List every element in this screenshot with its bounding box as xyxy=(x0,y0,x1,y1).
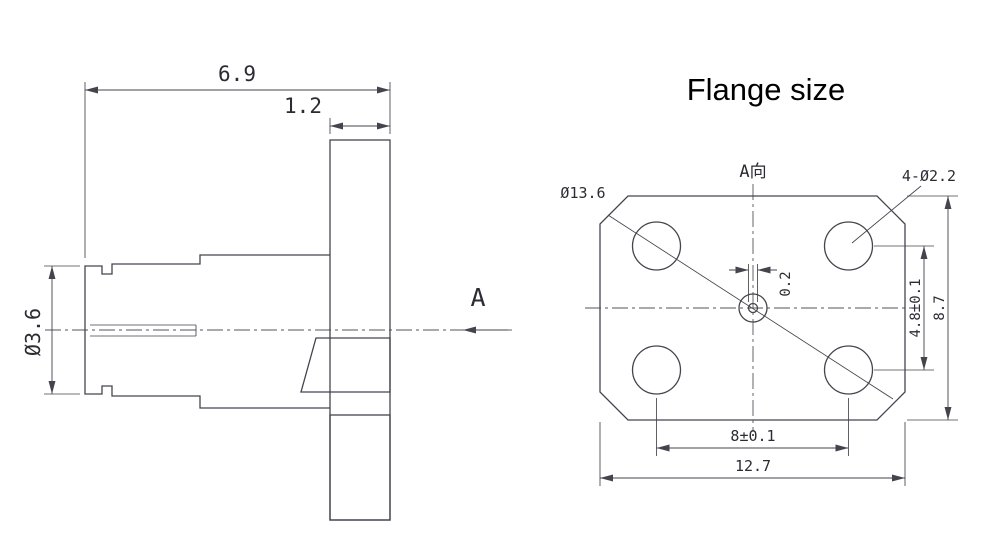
insulator-crosshatch xyxy=(300,337,391,393)
dim-hole-spacing-h-label: 8±0.1 xyxy=(730,427,775,445)
dim-total-length-label: 6.9 xyxy=(218,62,256,86)
mount-hole-top-left xyxy=(631,221,682,271)
dim-hole-spacing-v-label: 4.8±0.1 xyxy=(908,278,924,337)
side-view-drawing: A 6.9 1.2 Ø3.6 xyxy=(21,62,512,521)
slot-lines xyxy=(90,324,197,337)
center-bore xyxy=(738,293,768,323)
section-label: A xyxy=(470,283,485,312)
flange-outline xyxy=(599,195,906,421)
flange-section-hatch xyxy=(329,414,391,521)
dim-pin-label: 0.2 xyxy=(778,271,794,296)
dim-flange-width-label: 12.7 xyxy=(735,457,771,475)
mount-hole-bottom-right xyxy=(823,345,874,395)
connector-body-profile xyxy=(84,254,330,409)
dim-mount-holes-label: 4-Ø2.2 xyxy=(902,167,956,185)
dim-flange-thickness-label: 1.2 xyxy=(284,94,322,118)
center-pin xyxy=(747,302,759,314)
flange-view-drawing: Flange size A向 Ø13.6 4-Ø2.2 0.2 xyxy=(560,72,958,486)
mount-hole-top-right xyxy=(823,221,874,271)
page-title: Flange size xyxy=(687,72,846,107)
mount-hole-bottom-left xyxy=(631,345,682,395)
bolt-circle-diagonal xyxy=(607,214,894,400)
leader-line-holes xyxy=(851,185,922,244)
dim-diameter-label: Ø3.6 xyxy=(21,308,45,356)
dim-bolt-circle-label: Ø13.6 xyxy=(560,184,605,202)
dim-flange-height-label: 8.7 xyxy=(932,295,948,320)
view-direction-label: A向 xyxy=(739,162,766,182)
